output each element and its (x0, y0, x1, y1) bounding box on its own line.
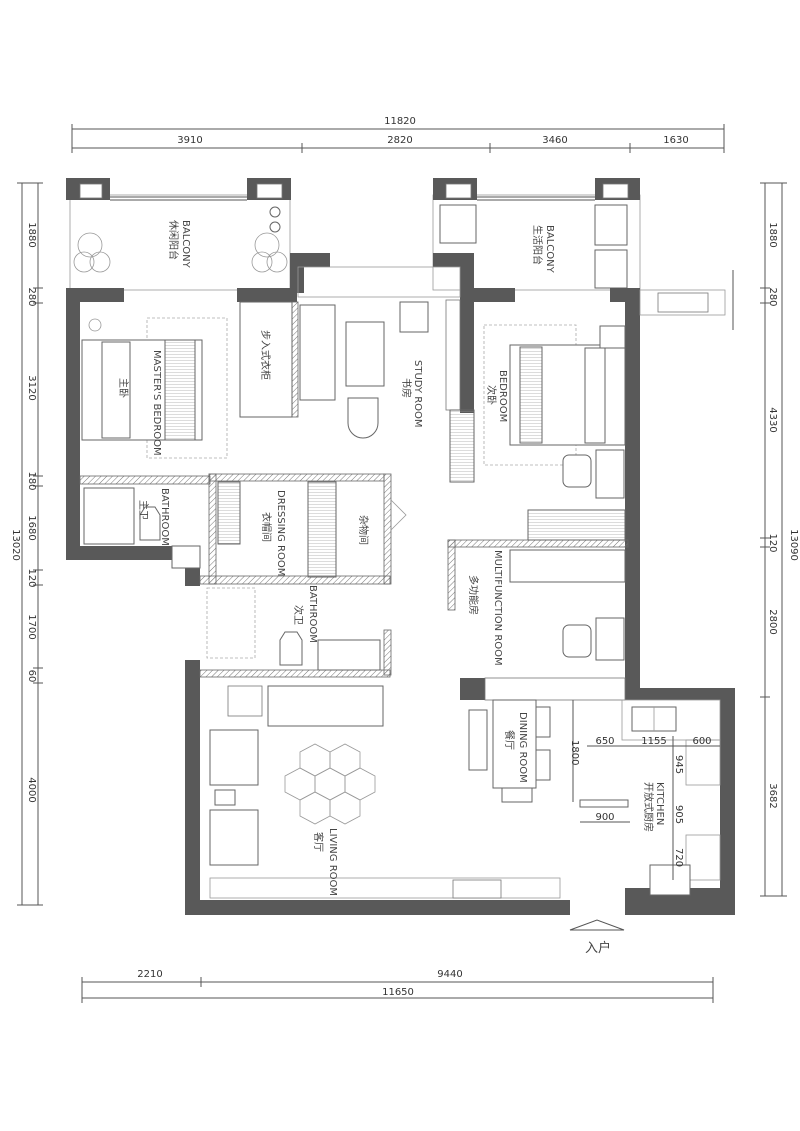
dim-left-4: 180 (26, 471, 37, 490)
dim-right-2: 280 (767, 287, 778, 306)
master-bedroom-label: MASTER'S BEDROOM (151, 350, 162, 456)
dim-bottom-2: 9440 (437, 969, 462, 980)
dim-right-4: 120 (767, 533, 778, 552)
dining-room: DINING ROOM 餐厅 (468, 677, 626, 803)
dim-bottom-1: 2210 (137, 969, 162, 980)
dim-right-5: 2800 (767, 609, 778, 634)
leisure-balcony-label: BALCONY (180, 220, 191, 269)
master-bedroom: MASTER'S BEDROOM 主卧 (81, 317, 228, 459)
walk-in-closet-label: 步入式衣柜 (259, 330, 272, 380)
bedroom-cn-label: 次卧 (485, 385, 498, 405)
dim-top-2: 2820 (387, 135, 412, 146)
kitchen-dim-900: 900 (595, 812, 614, 823)
dim-top-total: 11820 (384, 116, 416, 127)
living-room: LIVING ROOM 客厅 (209, 685, 561, 899)
service-balcony-cn-label: 生活阳台 (531, 225, 544, 265)
multifunction-room-label: MULTIFUNCTION ROOM (492, 550, 503, 666)
study-room-label: STUDY ROOM (412, 360, 423, 428)
walk-in-closet: 步入式衣柜 (239, 301, 299, 418)
multifunction-room-cn-label: 多功能房 (467, 575, 480, 615)
living-room-cn-label: 客厅 (312, 832, 325, 852)
entrance-arrow-icon (569, 919, 625, 931)
dim-right-1: 1880 (767, 222, 778, 247)
bedroom: BEDROOM 次卧 (483, 324, 626, 499)
walls (66, 253, 735, 915)
kitchen-dim-1155: 1155 (641, 736, 666, 747)
dressing-room-cn-label: 衣帽间 (260, 512, 273, 542)
dim-left-1: 1880 (26, 222, 37, 247)
dim-left-2: 280 (26, 287, 37, 306)
dim-top-4: 1630 (663, 135, 688, 146)
dining-room-label: DINING ROOM (517, 712, 528, 783)
kitchen-cn-label: 开放式厨房 (642, 782, 655, 832)
kitchen-dim-650: 650 (595, 736, 614, 747)
dim-left-8: 60 (26, 670, 37, 683)
dim-right-total: 13090 (788, 529, 799, 561)
kitchen-dim-1800: 1800 (569, 740, 580, 765)
dressing-room-label: DRESSING ROOM (275, 490, 286, 576)
kitchen-dim-600: 600 (692, 736, 711, 747)
dim-left-total: 13020 (10, 529, 21, 561)
entrance-label: 入户 (585, 940, 611, 956)
bottom-dimensions: 2210 9440 11650 (81, 969, 714, 1003)
balconies: BALCONY 休闲阳台 BALCONY 生活阳台 (66, 178, 641, 291)
service-balcony-label: BALCONY (544, 225, 555, 274)
kitchen: 1800 650 1155 600 945 905 720 900 KITCHE… (569, 699, 721, 896)
bathroom-label: BATHROOM (307, 585, 318, 643)
multifunction-room: MULTIFUNCTION ROOM 多功能房 (447, 509, 629, 666)
top-dimensions: 11820 3910 2820 3460 1630 (71, 116, 725, 153)
dim-top-1: 3910 (177, 135, 202, 146)
bedroom-label: BEDROOM (497, 370, 508, 422)
kitchen-dim-720: 720 (673, 848, 684, 867)
exterior-column (639, 270, 734, 330)
living-room-label: LIVING ROOM (327, 828, 338, 896)
dim-left-3: 3120 (26, 375, 37, 400)
dim-left-6: 120 (26, 568, 37, 587)
kitchen-label: KITCHEN (654, 782, 665, 825)
master-bathroom: BATHROOM 主卫 (79, 475, 211, 569)
storage-label: 杂物间 (357, 515, 370, 545)
dim-left-9: 4000 (26, 777, 37, 802)
dim-right-3: 4330 (767, 407, 778, 432)
master-bathroom-label: BATHROOM (159, 488, 170, 546)
dressing-room: DRESSING ROOM 衣帽间 杂物间 (199, 473, 407, 585)
study-room: STUDY ROOM 书房 (297, 266, 475, 483)
study-room-cn-label: 书房 (400, 378, 413, 398)
kitchen-dim-905: 905 (673, 805, 684, 824)
master-bedroom-cn-label: 主卧 (117, 378, 130, 398)
dim-right-6: 3682 (767, 783, 778, 808)
bathroom: BATHROOM 次卫 (199, 585, 392, 678)
dining-room-cn-label: 餐厅 (503, 730, 516, 750)
dim-bottom-total: 11650 (382, 987, 414, 998)
dim-left-7: 1700 (26, 614, 37, 639)
kitchen-dim-945: 945 (673, 755, 684, 774)
entrance: 入户 (569, 919, 625, 956)
left-dimensions: 13020 1880 280 3120 180 1680 120 1700 60… (10, 182, 43, 906)
leisure-balcony-cn-label: 休闲阳台 (167, 220, 180, 260)
dim-top-3: 3460 (542, 135, 567, 146)
master-bathroom-cn-label: 主卫 (137, 500, 149, 520)
right-dimensions: 13090 1880 280 4330 120 2800 3682 (760, 182, 799, 897)
dim-left-5: 1680 (26, 515, 37, 540)
bathroom-cn-label: 次卫 (292, 605, 305, 625)
